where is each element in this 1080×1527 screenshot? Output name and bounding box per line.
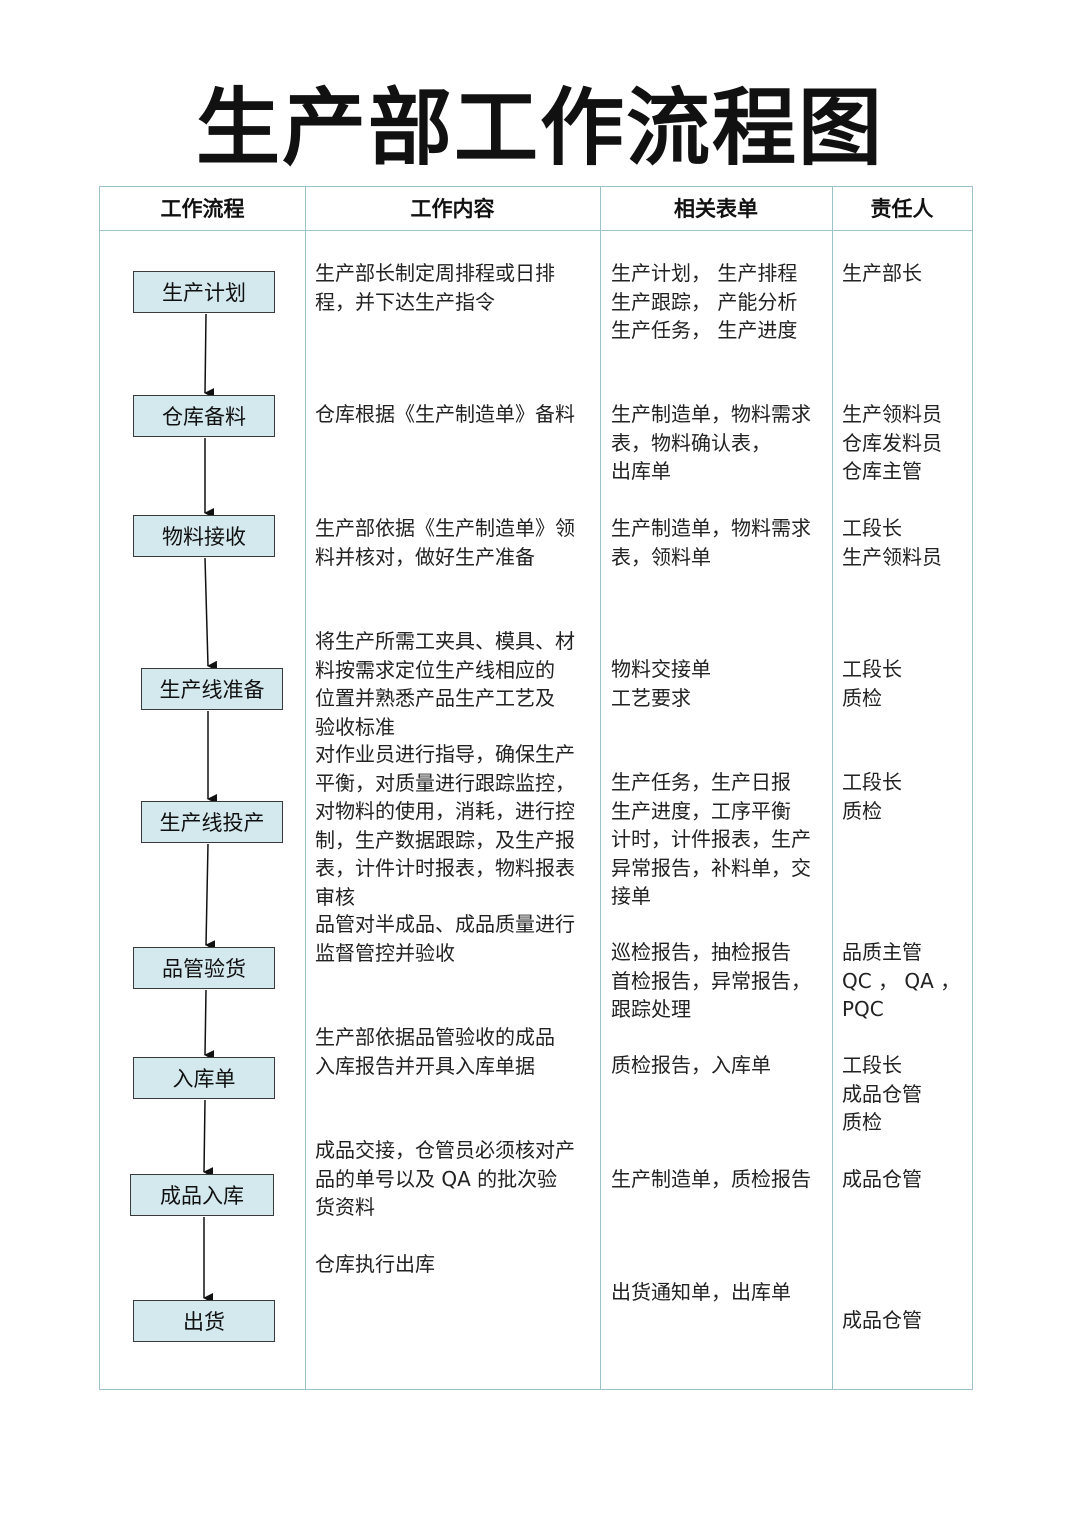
- forms-cell: 生产制造单，质检报告: [611, 1167, 811, 1191]
- flow-table: [99, 186, 973, 1390]
- header-forms: 相关表单: [674, 197, 758, 221]
- content-cell: 将生产所需工夹具、模具、材 料按需求定位生产线相应的 位置并熟悉产品生产工艺及 …: [315, 629, 575, 739]
- owner-cell: 工段长 质检: [842, 657, 902, 710]
- content-cell: 生产部依据品管验收的成品 入库报告并开具入库单据: [315, 1025, 555, 1078]
- flow-arrow: [204, 313, 215, 399]
- content-cell: 仓库执行出库: [315, 1252, 435, 1276]
- content-cell: 生产部依据《生产制造单》领 料并核对，做好生产准备: [315, 516, 575, 569]
- content-cell: 品管对半成品、成品质量进行 监督管控并验收: [315, 912, 575, 965]
- column-divider: [832, 186, 833, 1390]
- owner-cell: 生产部长: [842, 261, 922, 285]
- content-cell: 对作业员进行指导，确保生产 平衡，对质量进行跟踪监控， 对物料的使用，消耗，进行…: [315, 742, 575, 909]
- content-cell: 生产部长制定周排程或日排 程，并下达生产指令: [315, 261, 555, 314]
- flow-arrow: [204, 989, 215, 1061]
- step-box: 生产线准备: [141, 668, 283, 710]
- flow-arrow: [203, 1099, 214, 1178]
- header-divider: [99, 230, 973, 231]
- owner-cell: 品质主管 QC ， QA ， PQC: [842, 940, 961, 1021]
- header-content: 工作内容: [410, 197, 495, 221]
- step-box: 成品入库: [130, 1174, 274, 1216]
- step-box: 入库单: [133, 1057, 275, 1099]
- step-box: 品管验货: [133, 947, 275, 989]
- column-divider: [305, 186, 306, 1390]
- forms-cell: 出货通知单，出库单: [611, 1280, 791, 1304]
- flow-arrow: [204, 557, 218, 671]
- forms-cell: 物料交接单 工艺要求: [611, 657, 711, 710]
- owner-cell: 工段长 成品仓管 质检: [842, 1053, 922, 1134]
- column-divider: [600, 186, 601, 1390]
- page-title: 生产部工作流程图: [195, 79, 884, 177]
- owner-cell: 工段长 生产领料员: [842, 516, 942, 569]
- owner-cell: 成品仓管: [842, 1308, 922, 1332]
- forms-cell: 生产制造单，物料需求 表，物料确认表， 出库单: [611, 402, 811, 483]
- content-cell: 成品交接，仓管员必须核对产 品的单号以及 QA 的批次验 货资料: [315, 1138, 575, 1219]
- owner-cell: 工段长 质检: [842, 770, 902, 823]
- header-owner: 责任人: [870, 197, 934, 221]
- step-box: 生产线投产: [141, 801, 283, 843]
- step-box: 出货: [133, 1300, 275, 1342]
- forms-cell: 生产计划， 生产排程 生产跟踪， 产能分析 生产任务， 生产进度: [611, 261, 798, 342]
- forms-cell: 生产制造单，物料需求 表，领料单: [611, 516, 811, 569]
- forms-cell: 巡检报告，抽检报告 首检报告，异常报告， 跟踪处理: [611, 940, 811, 1021]
- header-workflow: 工作流程: [160, 197, 245, 221]
- forms-cell: 生产任务，生产日报 生产进度，工序平衡 计时，计件报表，生产 异常报告，补料单，…: [611, 770, 811, 908]
- owner-cell: 成品仓管: [842, 1167, 922, 1191]
- content-cell: 仓库根据《生产制造单》备料: [315, 402, 575, 426]
- step-box: 仓库备料: [133, 395, 275, 437]
- forms-cell: 质检报告，入库单: [611, 1053, 771, 1077]
- step-box: 物料接收: [133, 515, 275, 557]
- flow-arrow: [205, 843, 216, 951]
- step-box: 生产计划: [133, 271, 275, 313]
- owner-cell: 生产领料员 仓库发料员 仓库主管: [842, 402, 942, 483]
